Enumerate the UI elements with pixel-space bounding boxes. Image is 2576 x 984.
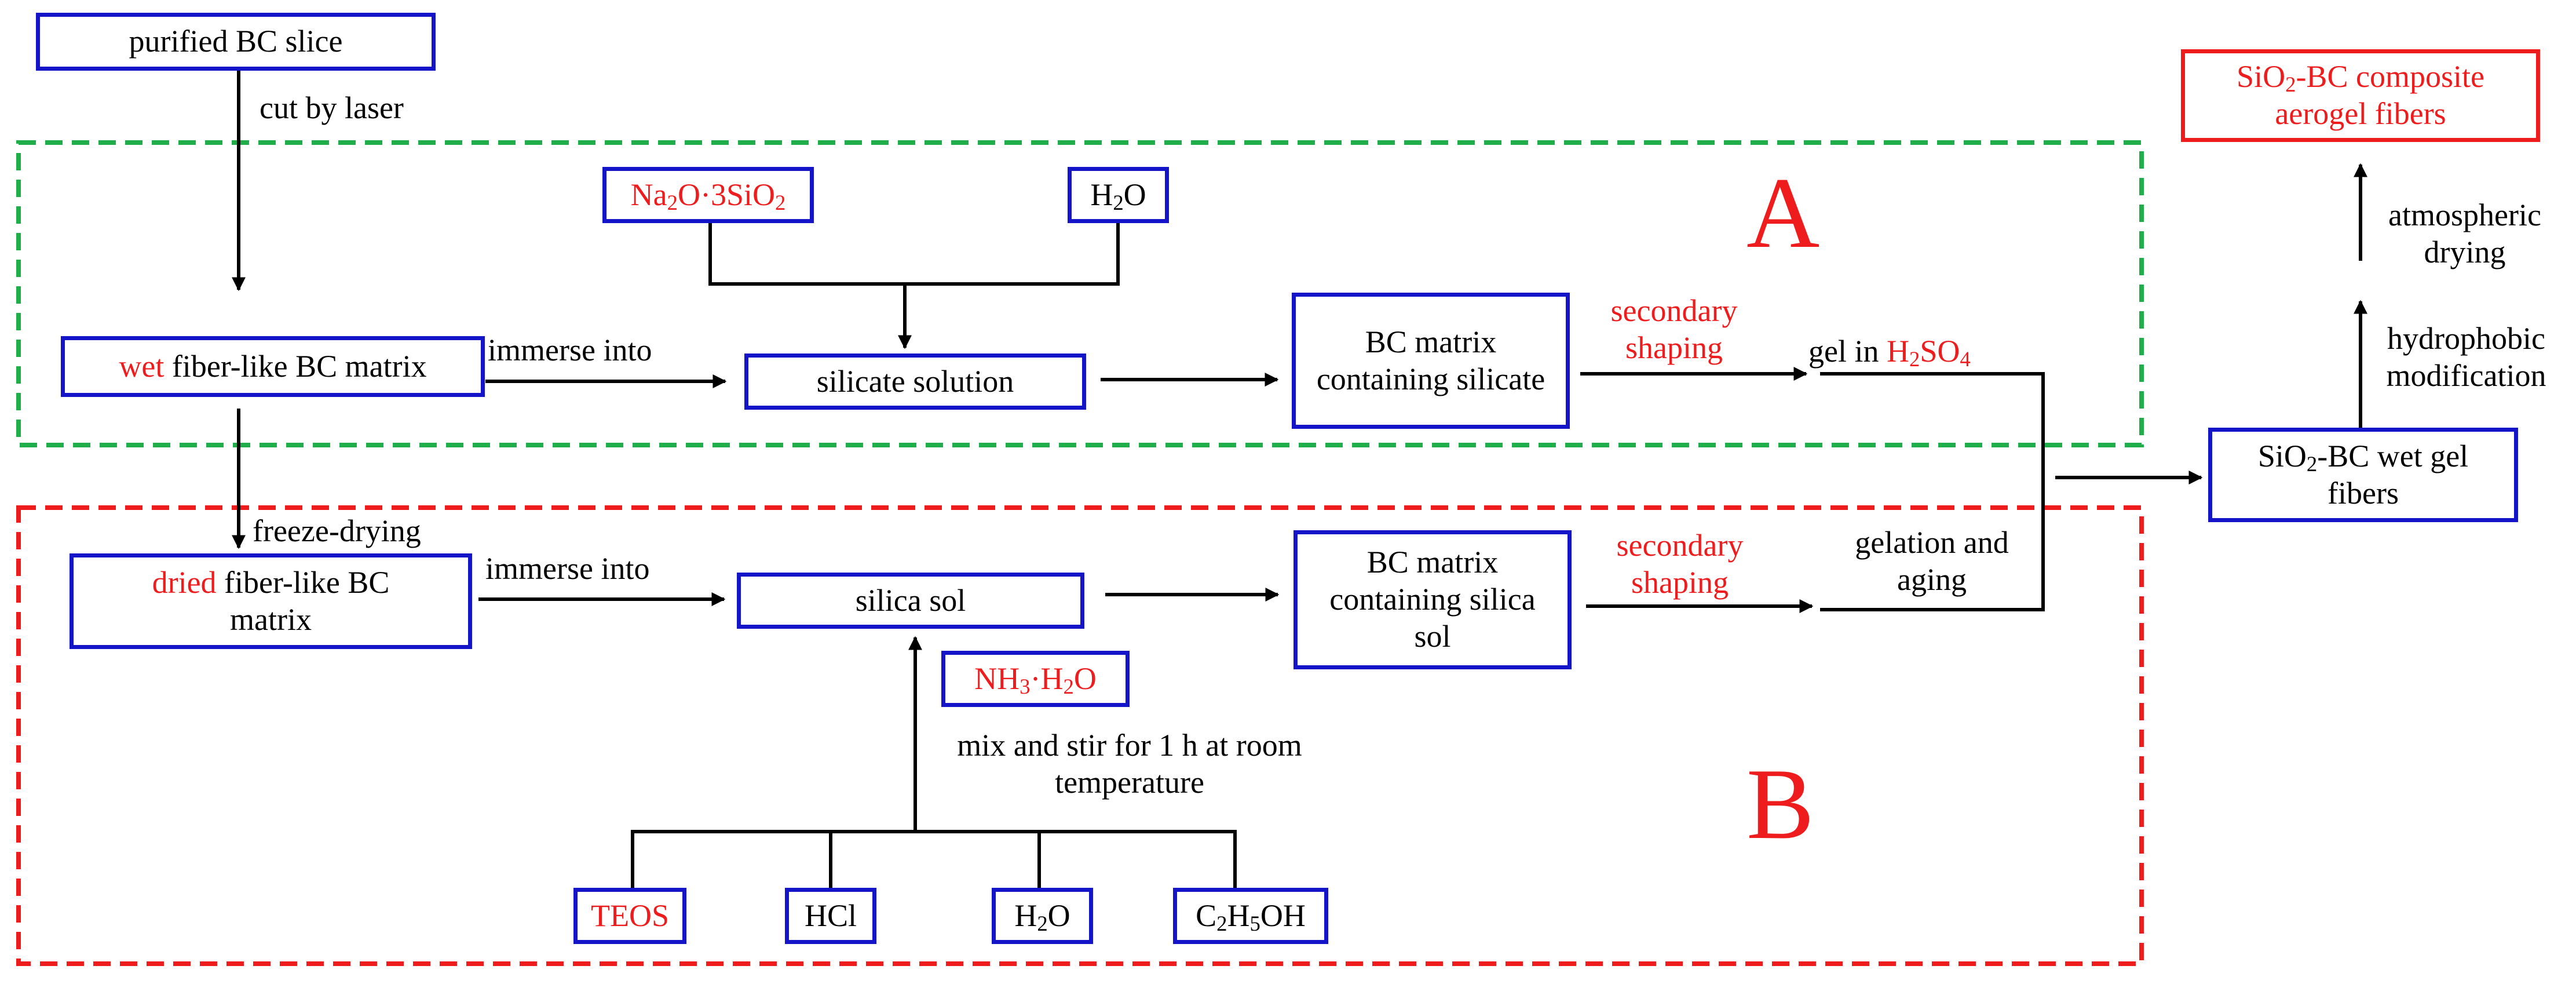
secondary-shaping-a-label: secondary shaping [1610, 293, 1738, 365]
purified-bc-slice-text: purified BC slice [129, 24, 343, 59]
region-b-frame [16, 505, 2144, 966]
c2h5oh-box: C2H5OH [1173, 888, 1328, 944]
purified-bc-slice-box: purified BC slice [36, 13, 436, 71]
bc-silica-sol-text: BC matrix containing silica sol [1329, 545, 1536, 654]
freeze-drying-label: freeze-drying [253, 513, 421, 548]
teos-text: TEOS [591, 898, 669, 933]
final-product-text: SiO2-BC composite aerogel fibers [2237, 59, 2484, 131]
teos-box: TEOS [573, 888, 686, 944]
h2o-b-text: H2O [1014, 898, 1070, 935]
c2h5oh-text: C2H5OH [1196, 898, 1306, 935]
immerse-into-b-label: immerse into [485, 551, 650, 586]
cut-by-laser-label: cut by laser [260, 90, 404, 125]
nh3-text: NH3·H2O [974, 661, 1097, 698]
silica-sol-text: silica sol [855, 582, 966, 618]
dried-matrix-box: dried fiber-like BC matrix [70, 553, 472, 649]
immerse-into-a-label: immerse into [488, 333, 652, 367]
wet-gel-box: SiO2-BC wet gel fibers [2208, 428, 2518, 522]
hcl-box: HCl [785, 888, 876, 944]
na2o-box: Na2O·3SiO2 [602, 167, 814, 223]
hcl-text: HCl [804, 898, 857, 933]
bc-silica-sol-box: BC matrix containing silica sol [1294, 530, 1572, 669]
atmospheric-drying-label: atmospheric drying [2388, 198, 2541, 269]
mix-stir-label: mix and stir for 1 h at room temperature [957, 728, 1302, 800]
wet-matrix-box: wet fiber-like BC matrix [61, 336, 485, 397]
na2o-text: Na2O·3SiO2 [630, 177, 786, 214]
bc-silicate-box: BC matrix containing silicate [1292, 293, 1570, 429]
hydrophobic-modification-label: hydrophobic modification [2386, 321, 2546, 393]
silica-sol-box: silica sol [737, 573, 1084, 629]
bc-silicate-text: BC matrix containing silicate [1316, 324, 1545, 396]
h2o-a-text: H2O [1090, 177, 1146, 214]
final-product-box: SiO2-BC composite aerogel fibers [2181, 49, 2540, 142]
merge-line-a [1820, 372, 2045, 610]
gel-in-h2so4-label: gel in H2SO4 [1808, 334, 1971, 371]
h2o-b-box: H2O [992, 888, 1093, 944]
dried-matrix-text: dried fiber-like BC matrix [152, 564, 390, 637]
gelation-aging-label: gelation and aging [1855, 525, 2009, 597]
wet-matrix-text: wet fiber-like BC matrix [119, 348, 427, 384]
h2o-a-box: H2O [1068, 167, 1169, 223]
secondary-shaping-b-label: secondary shaping [1616, 528, 1744, 600]
region-a-label: A [1746, 156, 1820, 269]
region-a-frame [16, 140, 2144, 447]
nh3-box: NH3·H2O [941, 651, 1130, 707]
region-b-label: B [1746, 748, 1814, 860]
wet-gel-text: SiO2-BC wet gel fibers [2257, 438, 2469, 511]
silicate-solution-text: silicate solution [816, 363, 1014, 399]
silicate-solution-box: silicate solution [744, 353, 1086, 410]
